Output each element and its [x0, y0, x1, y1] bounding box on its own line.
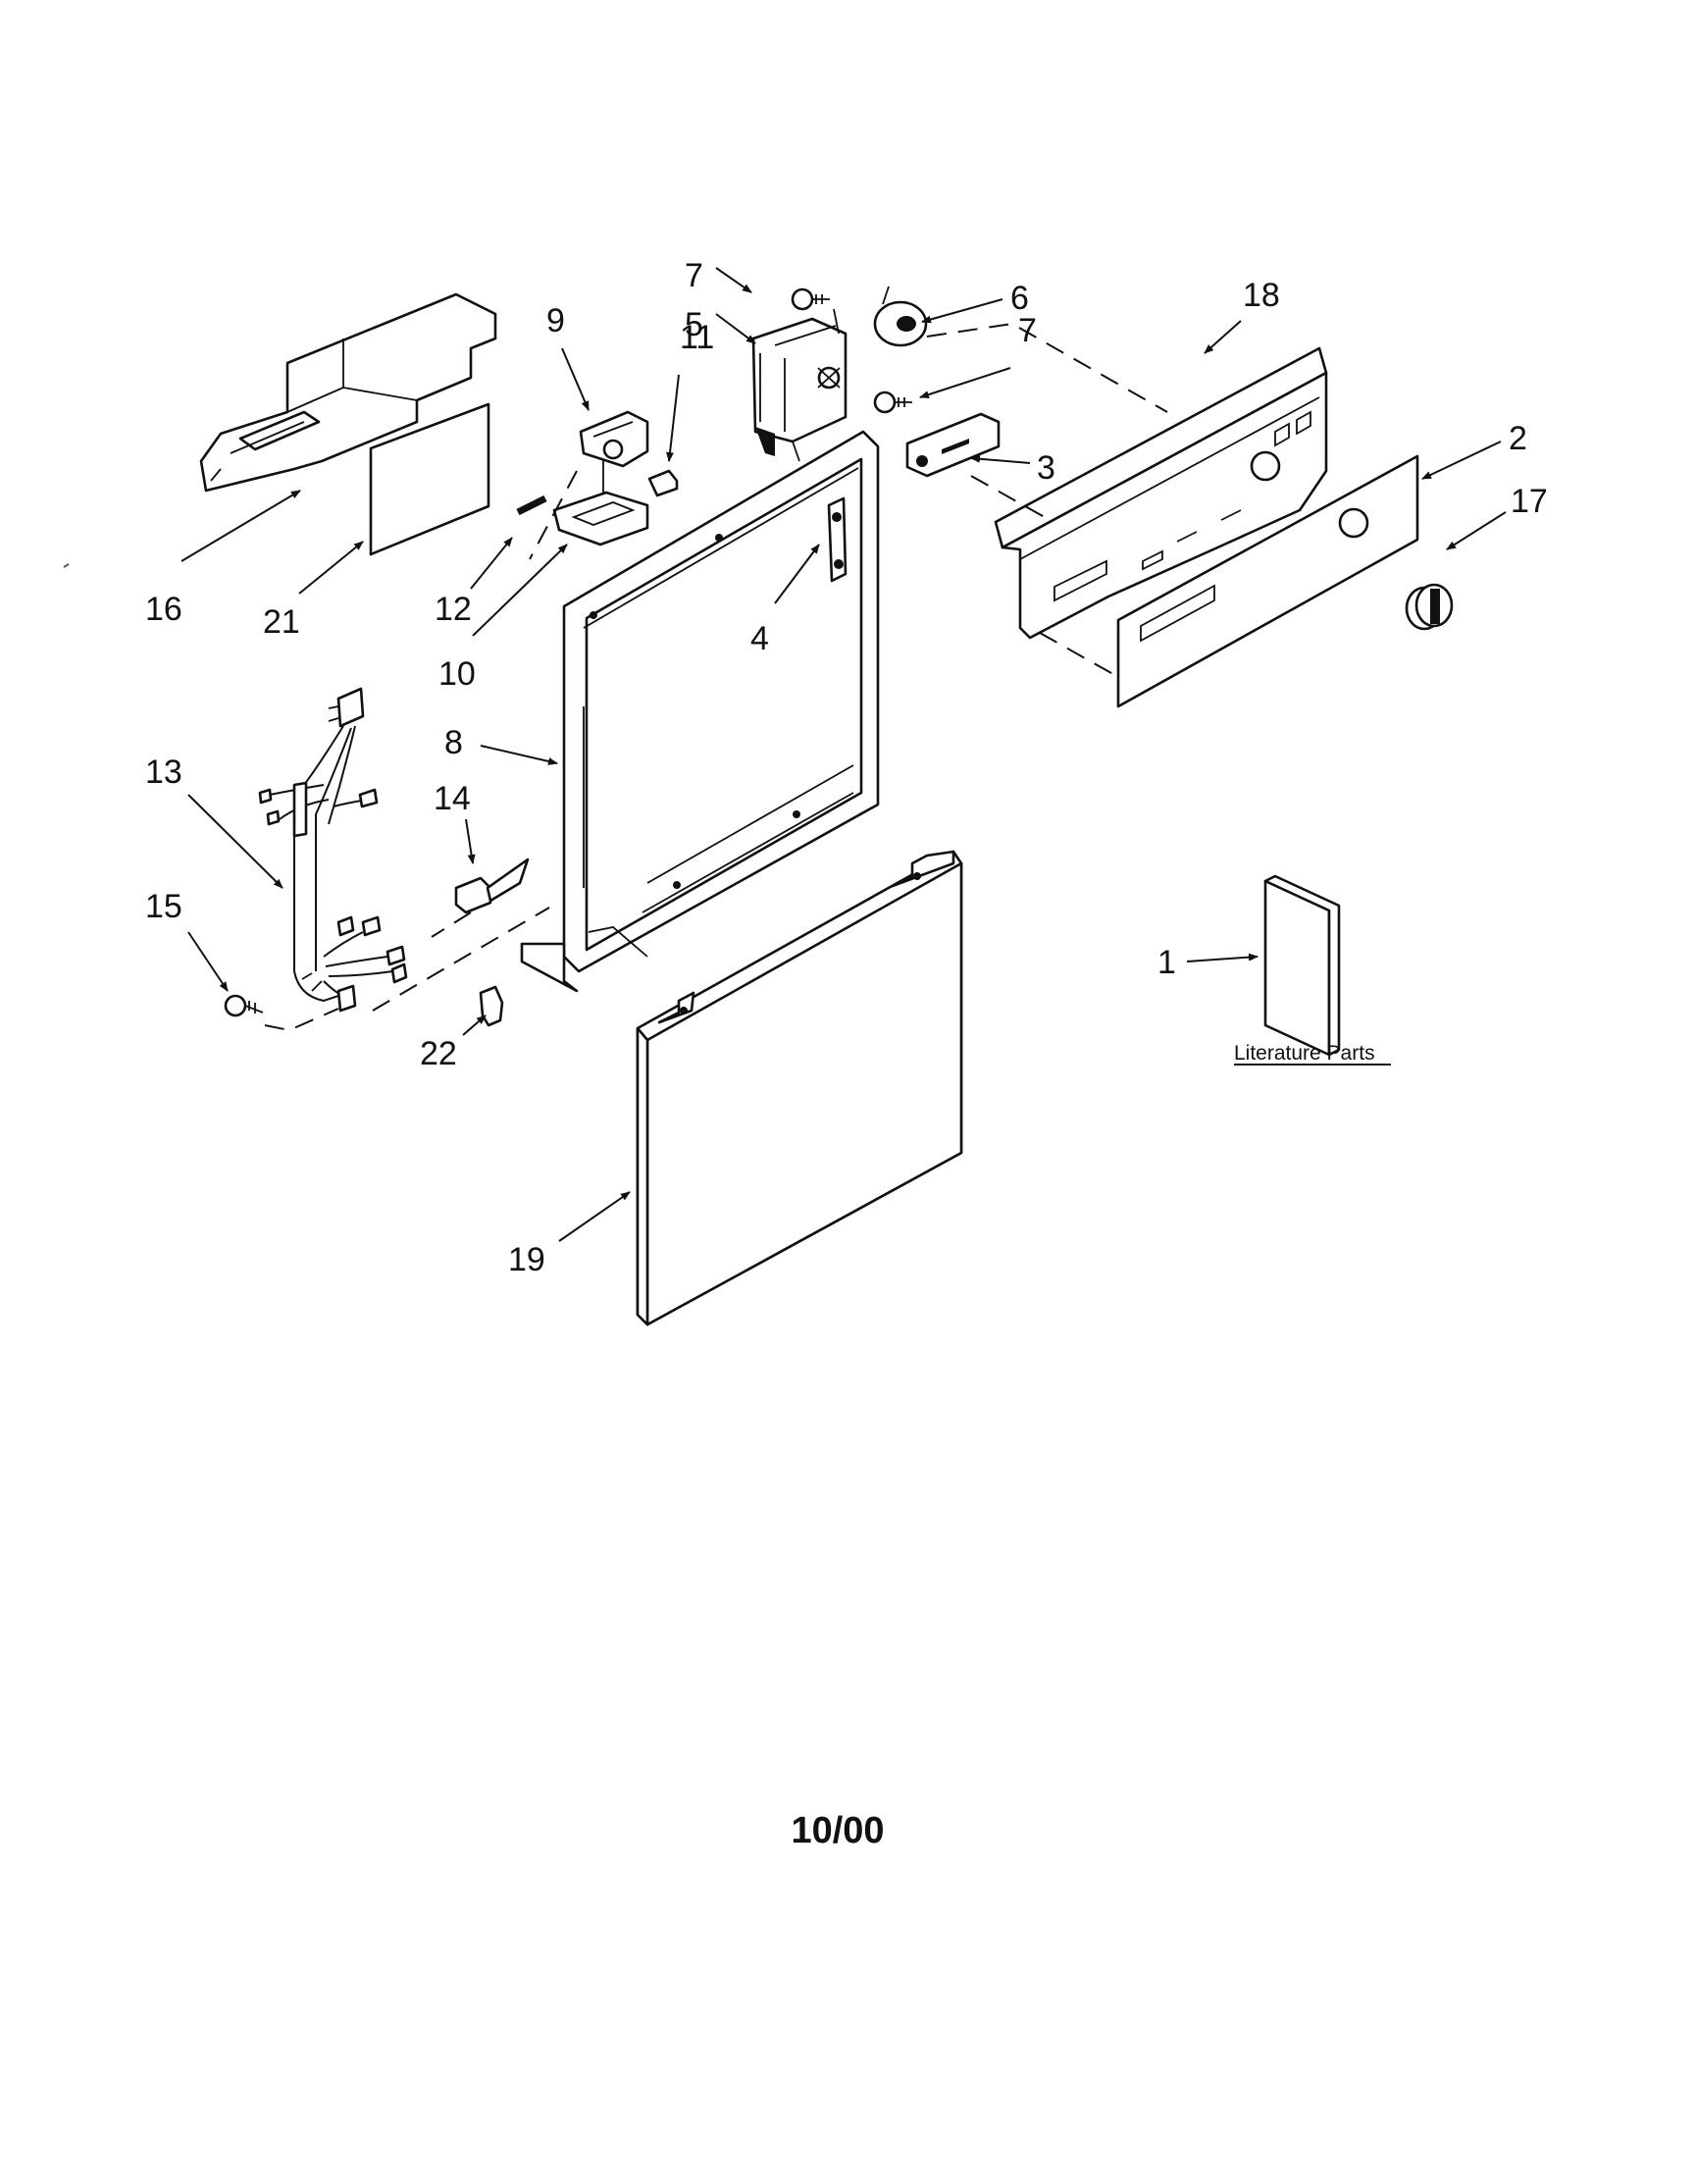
part-14-connector	[454, 858, 530, 914]
part-7-screw-lower	[873, 390, 912, 414]
part-6-timer-knob	[873, 286, 928, 347]
callout-15: 15	[145, 888, 182, 925]
literature-parts-label: Literature Parts	[1234, 1042, 1375, 1065]
assembly-line-console-to-overlay	[1039, 632, 1119, 678]
callout-5: 5	[685, 306, 703, 343]
part-1-literature	[1263, 874, 1341, 1057]
callout-4: 4	[750, 620, 769, 657]
callout-1: 1	[1157, 944, 1176, 981]
part-2-overlay	[1116, 454, 1419, 708]
callout-3: 3	[1037, 449, 1055, 487]
callout-14: 14	[434, 780, 471, 817]
part-12-wire	[516, 494, 547, 516]
part-5-timer	[751, 308, 848, 462]
part-18-console	[994, 346, 1328, 640]
part-16-control-housing	[199, 292, 497, 493]
callout-22: 22	[420, 1035, 457, 1072]
callout-9: 9	[546, 302, 565, 339]
callout-16: 16	[145, 591, 182, 628]
part-21-insulation	[369, 402, 490, 556]
part-7-screw-upper	[791, 287, 830, 311]
callout-12: 12	[435, 591, 472, 628]
part-11-actuator	[647, 469, 679, 497]
assembly-line-switch-to-frame	[529, 470, 578, 560]
assembly-line-knob-to-console	[926, 322, 1168, 413]
callout-labels: 16 21 9 11 12 10 7 5 6 7 3 18 2 17 4 8 1…	[145, 257, 1548, 1278]
assembly-line-connector	[431, 911, 472, 938]
part-3-switch	[905, 412, 1001, 478]
date-code: 10/00	[791, 1810, 884, 1851]
part-19-door-panel	[636, 850, 963, 1326]
callout-8: 8	[444, 724, 463, 761]
callout-2: 2	[1509, 420, 1527, 457]
callout-13: 13	[145, 754, 182, 791]
callout-11: 11	[680, 319, 714, 356]
callout-7-upper: 7	[685, 257, 703, 294]
part-8-door-frame	[520, 430, 880, 993]
callout-18: 18	[1243, 277, 1280, 314]
assembly-line-switch-to-console	[970, 475, 1051, 521]
part-13-wire-harness	[258, 687, 408, 1013]
leader-arrows	[180, 267, 1507, 1242]
part-22-clip	[479, 985, 504, 1027]
callout-7-lower: 7	[1018, 312, 1037, 349]
callout-10: 10	[438, 655, 476, 693]
callout-17: 17	[1511, 483, 1548, 520]
part-9-switch	[579, 410, 649, 495]
part-10-bracket	[552, 491, 649, 546]
assembly-line-screw-to-harness	[264, 1008, 339, 1032]
assembly-line-harness-to-frame	[372, 907, 550, 1012]
callout-6: 6	[1010, 280, 1029, 317]
callout-19: 19	[508, 1241, 545, 1278]
part-15-screw	[224, 994, 264, 1017]
stray-mark	[63, 563, 70, 568]
callout-21: 21	[263, 603, 300, 641]
part-17-knob	[1405, 583, 1454, 631]
